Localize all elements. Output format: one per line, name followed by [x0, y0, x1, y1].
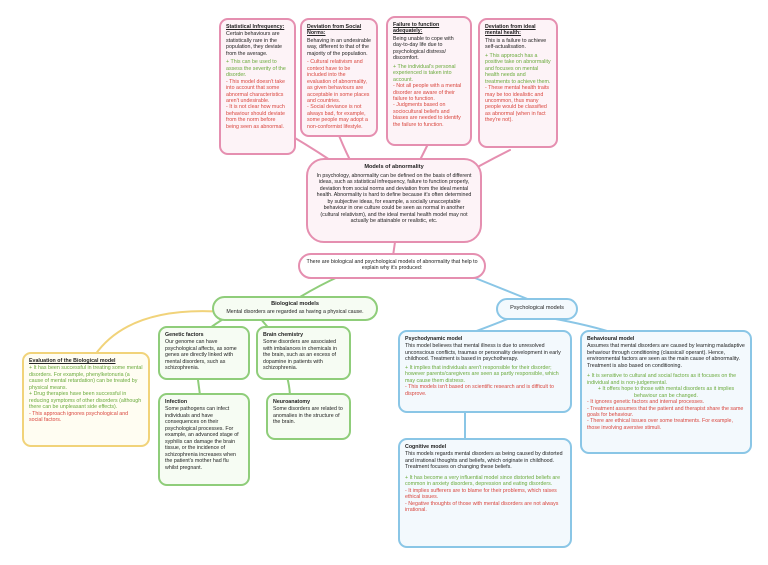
cognitive-model-text: This models regards mental disorders as … — [405, 451, 563, 471]
biological-models-title: Biological models — [271, 301, 319, 307]
psychological-models-title: Psychological models — [510, 305, 564, 311]
evaluation-biological-box: Evaluation of the Biological model + It … — [22, 352, 150, 447]
bridge-box: There are biological and psychological m… — [298, 253, 486, 279]
social-norms-point-1: - Cultural relativism and context have t… — [307, 59, 370, 104]
evaluation-biological-point-1: + It has been successful in treating som… — [29, 365, 143, 391]
infection-text: Some pathogens can infect individuals an… — [165, 406, 239, 471]
cognitive-model-heading: Cognitive model — [405, 444, 447, 450]
failure-to-function-point-1: + The individual's personal experienced … — [393, 63, 456, 83]
behavioural-model-heading: Behavioural model — [587, 336, 635, 342]
models-of-abnormality-box: Models of abnormality In psychology, abn… — [306, 158, 482, 243]
cognitive-model-point-2: - It implies sufferers are to blame for … — [405, 487, 557, 501]
failure-to-function-point-2: - Not all people with a mental disorder … — [393, 83, 462, 102]
models-of-abnormality-title: Models of abnormality — [364, 164, 424, 170]
social-norms-heading: Deviation from Social Norms: — [307, 24, 362, 37]
bridge-text: There are biological and psychological m… — [306, 259, 478, 272]
cognitive-model-box: Cognitive model This models regards ment… — [398, 438, 572, 548]
statistical-infrequency-heading: Statistical Infrequency: — [226, 24, 285, 30]
biological-models-text: Mental disorders are regarded as having … — [226, 308, 364, 315]
ideal-mental-health-box: Deviation from ideal mental health: This… — [478, 18, 558, 148]
psychodynamic-model-box: Psychodynamic model This model believes … — [398, 330, 572, 413]
ideal-mental-health-point-1: + This approach has a positive take on a… — [485, 52, 551, 85]
brain-chemistry-box: Brain chemistry Some disorders are assoc… — [256, 326, 351, 380]
behavioural-model-point-2: + It offers hope to those with mental di… — [597, 386, 735, 399]
social-norms-text: Behaving in an undesirable way, differen… — [307, 37, 371, 57]
statistical-infrequency-text: Certain behaviours are statistically rar… — [226, 31, 282, 57]
neuroanatomy-box: Neuroanatomy Some disorders are related … — [266, 393, 351, 440]
evaluation-biological-point-2: + Drug therapies have been successful in… — [29, 391, 142, 411]
cognitive-model-point-3: - Negative thoughts of those with mental… — [405, 500, 559, 514]
genetic-factors-heading: Genetic factors — [165, 332, 204, 338]
brain-chemistry-text: Some disorders are associated with imbal… — [263, 339, 337, 372]
neuroanatomy-heading: Neuroanatomy — [273, 399, 311, 405]
behavioural-model-point-4: - Treatment assumes that the patient and… — [587, 405, 744, 418]
social-norms-box: Deviation from Social Norms: Behaving in… — [300, 18, 378, 137]
statistical-infrequency-point-1: + This can be used to assess the severit… — [226, 59, 286, 79]
neuroanatomy-text: Some disorders are related to anomalies … — [273, 406, 343, 426]
behavioural-model-box: Behavioural model Assumes that mental di… — [580, 330, 752, 454]
statistical-infrequency-point-3: - It is not clear how much behaviour sho… — [226, 104, 285, 130]
behavioural-model-point-3: - It ignores genetic factors and interna… — [587, 399, 705, 406]
psychodynamic-model-text: This model believes that mental illness … — [405, 343, 561, 363]
psychological-models-box: Psychological models — [496, 298, 578, 320]
failure-to-function-heading: Failure to function adequately: — [393, 22, 440, 35]
cognitive-model-point-1: + It has become a very influential model… — [405, 474, 561, 488]
statistical-infrequency-point-2: - This model doesn't take into account t… — [226, 78, 285, 104]
ideal-mental-health-text: This is a failure to achieve self-actual… — [485, 37, 547, 51]
behavioural-model-point-5: - There are ethical issues over some tre… — [587, 418, 733, 431]
psychodynamic-model-point-1: + It implies that individuals aren't res… — [405, 364, 559, 384]
brain-chemistry-heading: Brain chemistry — [263, 332, 304, 338]
psychodynamic-model-heading: Psychodynamic model — [405, 336, 463, 342]
failure-to-function-point-3: - Judgments based on sociocultural belie… — [393, 102, 461, 128]
genetic-factors-text: Our genome can have psychological affect… — [165, 339, 237, 372]
biological-models-box: Biological models Mental disorders are r… — [212, 296, 378, 321]
infection-heading: Infection — [165, 399, 188, 405]
statistical-infrequency-box: Statistical Infrequency: Certain behavio… — [219, 18, 296, 155]
infection-box: Infection Some pathogens can infect indi… — [158, 393, 250, 486]
ideal-mental-health-point-2: - These mental health traits may be too … — [485, 85, 550, 124]
failure-to-function-text: Being unable to cope with day-to-day lif… — [393, 35, 454, 62]
models-of-abnormality-text: In psychology, abnormality can be define… — [316, 172, 472, 224]
failure-to-function-box: Failure to function adequately: Being un… — [386, 16, 472, 146]
evaluation-biological-heading: Evaluation of the Biological model — [29, 358, 116, 364]
ideal-mental-health-heading: Deviation from ideal mental health: — [485, 24, 536, 37]
evaluation-biological-point-3: - This approach ignores psychological an… — [29, 410, 129, 424]
social-norms-point-2: - Social deviance is not always bad, for… — [307, 104, 368, 130]
behavioural-model-point-1: + It is sensitive to cultural and social… — [587, 373, 737, 386]
psychodynamic-model-point-2: - This models isn't based on scientific … — [405, 384, 554, 397]
behavioural-model-text: Assumes that mental disorders are caused… — [587, 343, 745, 369]
genetic-factors-box: Genetic factors Our genome can have psyc… — [158, 326, 250, 380]
